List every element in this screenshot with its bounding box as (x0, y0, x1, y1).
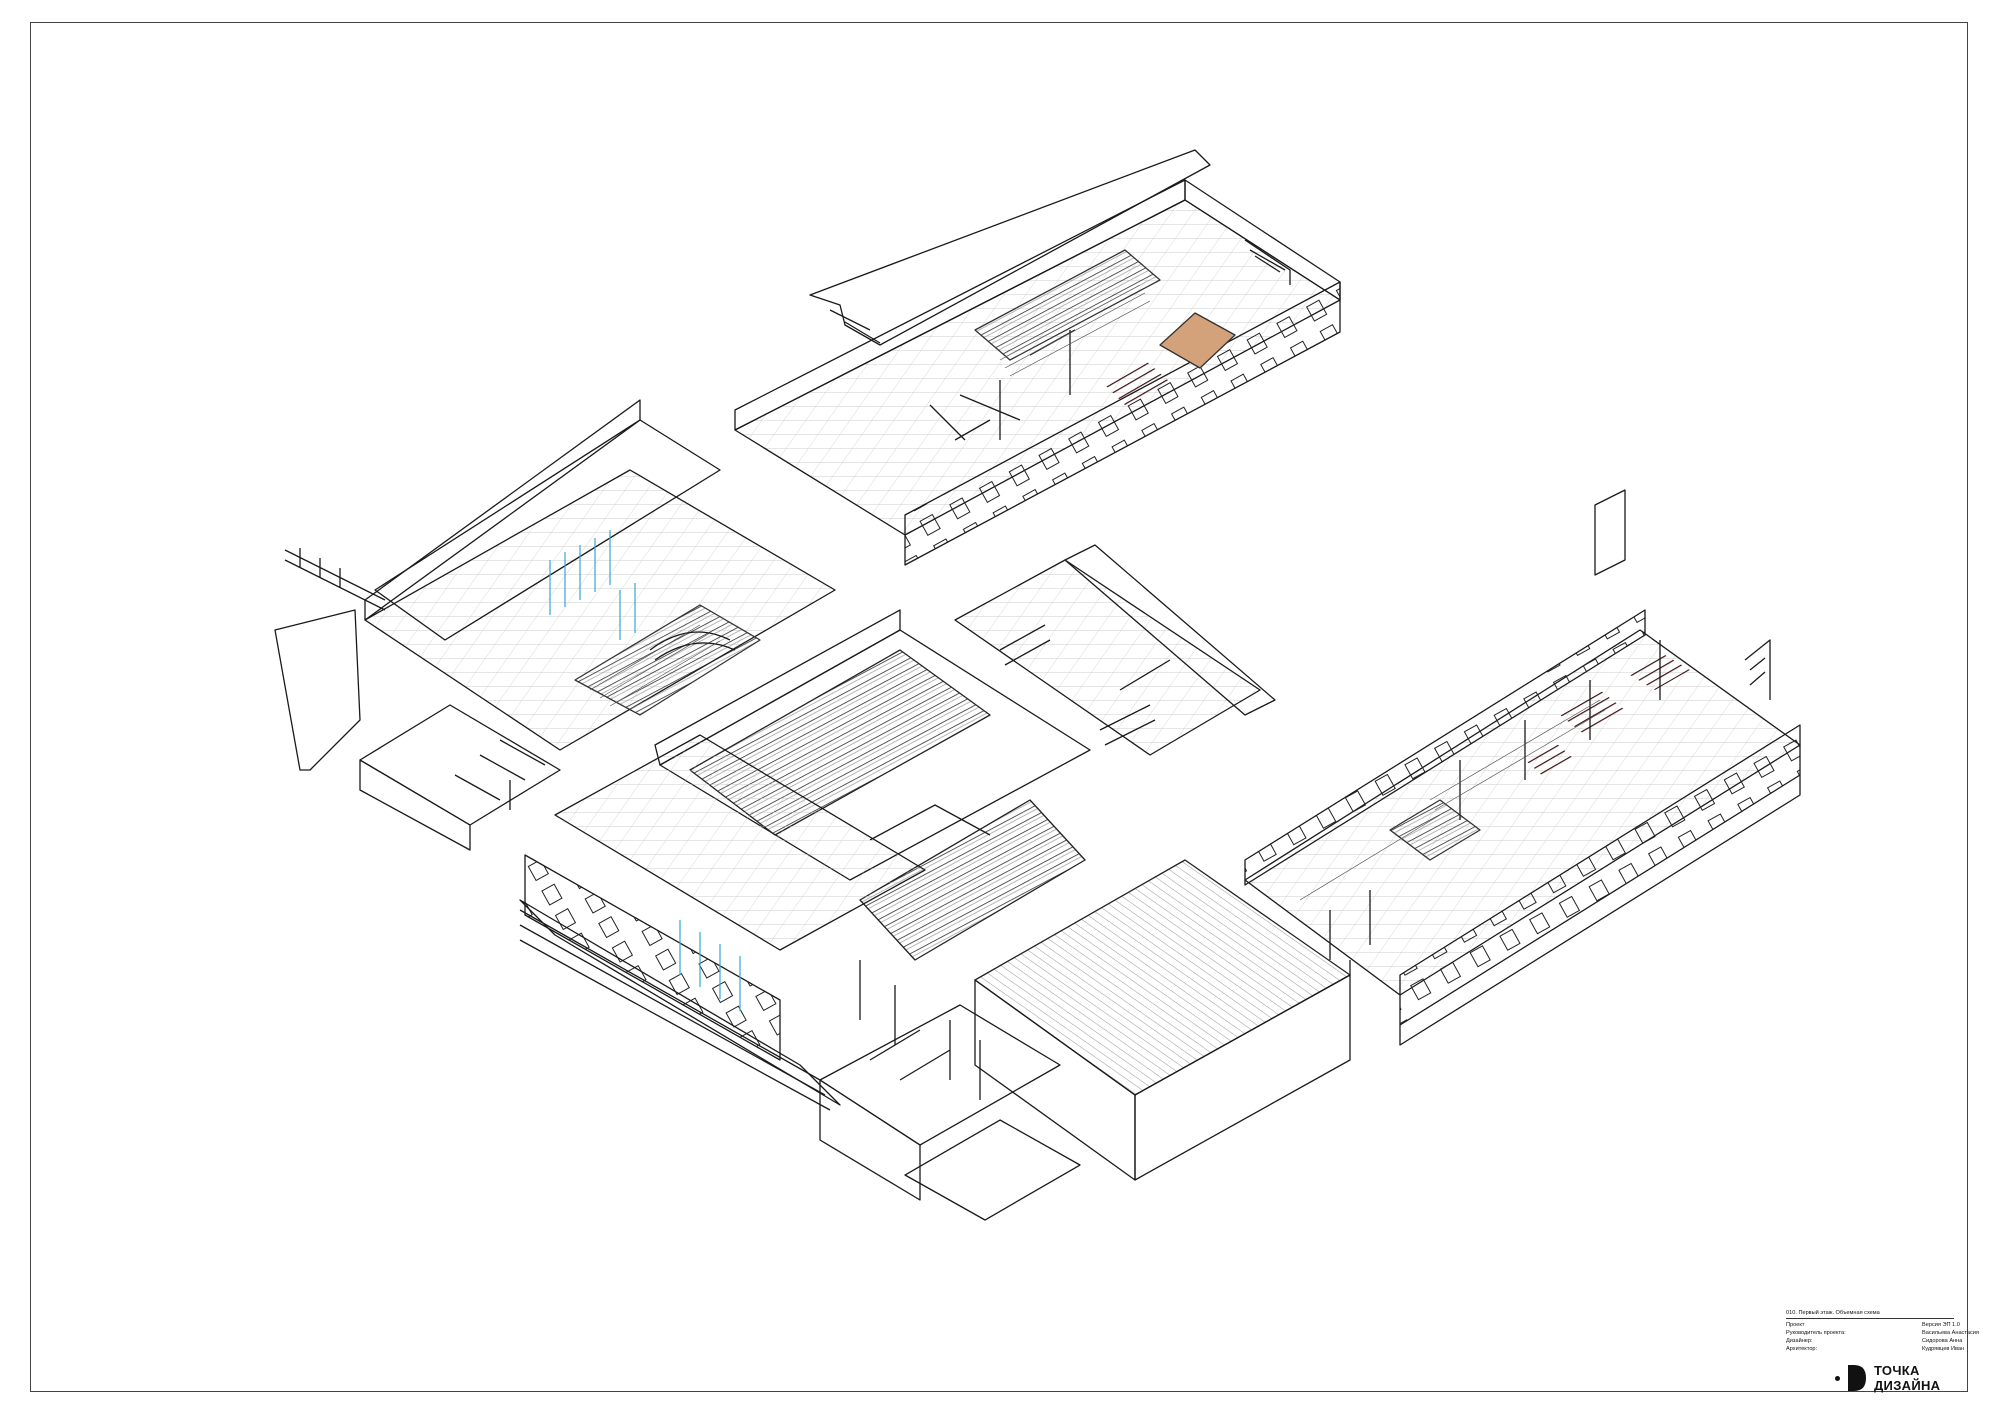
sheet-border (30, 22, 1968, 1392)
stage-west-wall (974, 979, 1136, 1181)
sw-tower-block (904, 1119, 1081, 1221)
sheet-title: 010. Первый этаж. Объемная схема (1786, 1310, 1880, 1316)
north-canopy-edge (829, 309, 881, 344)
west-canopy (374, 419, 721, 641)
north-hall-seating (1105, 360, 1170, 410)
east-wing-stair (1744, 639, 1771, 700)
west-office-front (359, 759, 471, 851)
foyer-furniture (999, 624, 1171, 746)
north-desk-rows (999, 284, 1151, 377)
sw-service-front (819, 1079, 921, 1201)
north-hall-booths (974, 249, 1161, 361)
title-block-row: Дизайнер: Сидорова Анна (1786, 1338, 1962, 1345)
sw-terrace-steps (519, 909, 831, 1111)
sw-floor (554, 734, 926, 951)
north-wing-stair (1244, 239, 1291, 285)
west-entrance-ramp (274, 609, 361, 771)
logo-line-2: ДИЗАЙНА (1874, 1378, 1941, 1393)
south-west-wing (519, 734, 1081, 1221)
row-value-architect: Кудрявцев Иван (1922, 1346, 1965, 1352)
auditorium-aisle (869, 804, 991, 841)
west-glazing (549, 530, 636, 640)
logo-wordmark: ТОЧКА ДИЗАЙНА (1874, 1363, 1940, 1393)
west-curved-stair (649, 631, 736, 661)
row-value-manager: Васильева Анастасия (1922, 1330, 1979, 1336)
west-lobby-floor (364, 469, 836, 751)
north-canopy (809, 149, 1211, 346)
east-wing-plinth (1349, 775, 1801, 1046)
west-bench-rows (589, 624, 721, 707)
east-red-seating-3 (1525, 742, 1575, 778)
title-block-row: Проект Версия ЭП 1.0 (1786, 1322, 1960, 1329)
west-wing (274, 399, 836, 771)
west-lobby-seating (574, 604, 761, 716)
row-value-project: Версия ЭП 1.0 (1922, 1322, 1960, 1328)
east-wing (1244, 489, 1801, 1026)
north-wing (734, 179, 1341, 566)
logo-d-mark-icon (1848, 1365, 1866, 1391)
sw-service-block (819, 1004, 1061, 1146)
wood-floor-stage (1159, 312, 1236, 369)
row-label-manager: Руководитель проекта: (1786, 1330, 1846, 1336)
row-label-designer: Дизайнер: (1786, 1338, 1813, 1344)
auditorium-seating-front (859, 799, 1086, 961)
sw-internal-walls (859, 960, 981, 1100)
sw-glazing-blue (679, 920, 741, 1011)
title-block-row: Архитектор: Кудрявцев Иван (1786, 1346, 1964, 1353)
west-office-partitions (454, 739, 546, 810)
west-bridge (284, 548, 386, 611)
row-label-project: Проект (1786, 1322, 1805, 1328)
logo-line-1: ТОЧКА (1874, 1363, 1920, 1378)
east-lecture-seating (1389, 799, 1481, 861)
title-block: 010. Первый этаж. Объемная схема Проект … (1786, 1310, 1979, 1388)
east-tower (1594, 489, 1626, 576)
logo-dot-icon (1835, 1376, 1840, 1381)
row-label-architect: Архитектор: (1786, 1346, 1818, 1352)
company-logo: ТОЧКА ДИЗАЙНА (1832, 1360, 1942, 1396)
title-block-row: Руководитель проекта: Васильева Анастаси… (1786, 1330, 1979, 1337)
east-wing-north-wall (1244, 609, 1646, 886)
east-wing-partitions (1329, 640, 1661, 960)
foyer-floor (954, 559, 1261, 756)
east-red-seating-1 (1560, 690, 1625, 735)
row-value-designer: Сидорова Анна (1922, 1338, 1963, 1344)
sw-glazed-facade (524, 854, 781, 1061)
foyer-canopy (1064, 544, 1276, 716)
title-block-rule (1786, 1318, 1954, 1319)
east-desk-rows (1299, 699, 1606, 901)
